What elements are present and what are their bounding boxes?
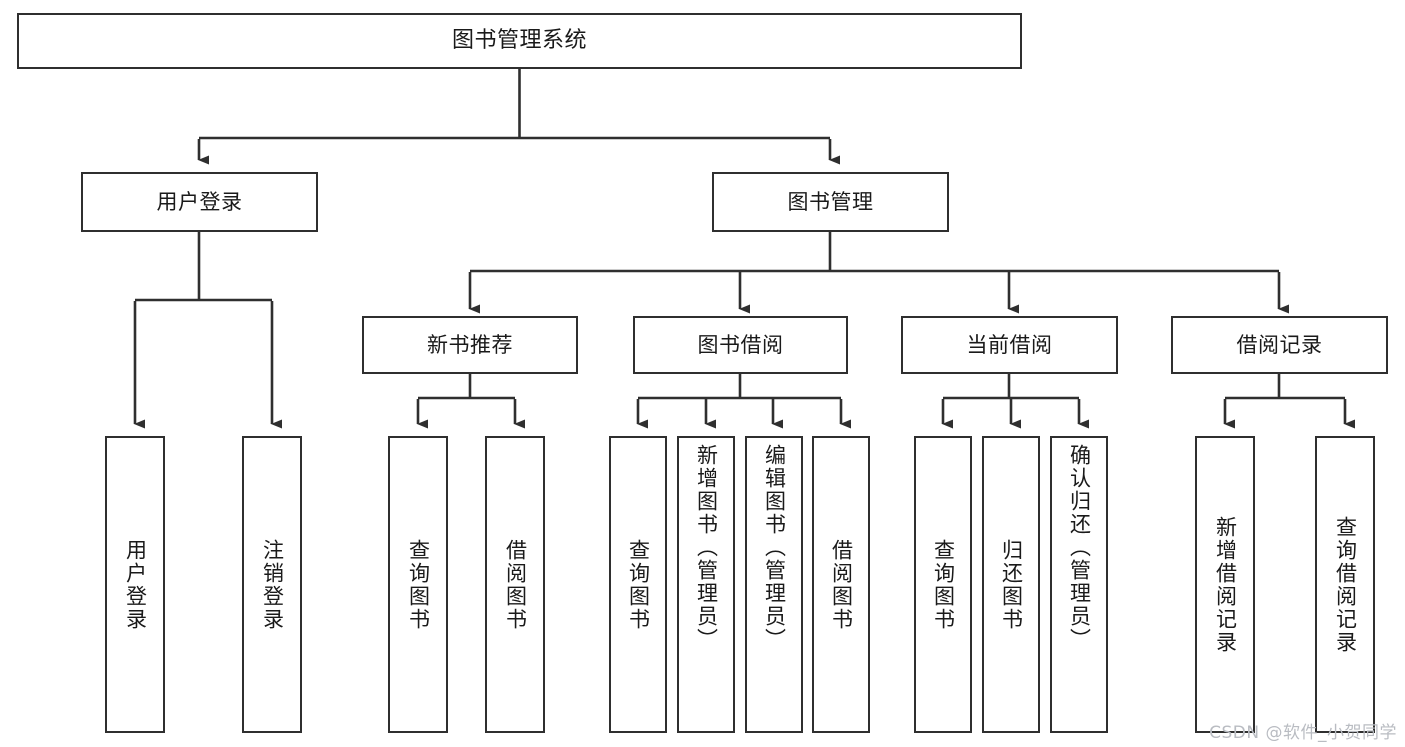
csdn-watermark: CSDN @软件_小贺同学 bbox=[1209, 723, 1397, 743]
node-leaf-query-book-2[interactable]: 查询图书 bbox=[609, 436, 667, 733]
node-label: 图书管理系统 bbox=[451, 28, 587, 54]
node-leaf-add-book[interactable]: 新增图书（管理员） bbox=[677, 436, 735, 733]
node-label: 新增图书（管理员） bbox=[694, 444, 719, 651]
node-book-manage[interactable]: 图书管理 bbox=[712, 172, 949, 232]
node-leaf-edit-book[interactable]: 编辑图书（管理员） bbox=[745, 436, 803, 733]
node-leaf-logout-login[interactable]: 注销登录 bbox=[242, 436, 302, 733]
node-label: 图书借阅 bbox=[697, 332, 784, 357]
node-user-login[interactable]: 用户登录 bbox=[81, 172, 318, 232]
node-label: 确认归还（管理员） bbox=[1067, 444, 1092, 651]
node-label: 查询图书 bbox=[406, 538, 431, 631]
node-label: 编辑图书（管理员） bbox=[762, 444, 787, 651]
node-label: 用户登录 bbox=[156, 189, 243, 214]
node-label: 查询图书 bbox=[626, 538, 651, 631]
node-label: 图书管理 bbox=[787, 189, 874, 214]
node-label: 新书推荐 bbox=[427, 332, 513, 357]
node-leaf-confirm-return[interactable]: 确认归还（管理员） bbox=[1050, 436, 1108, 733]
node-label: 查询图书 bbox=[931, 538, 956, 631]
node-leaf-user-login[interactable]: 用户登录 bbox=[105, 436, 165, 733]
node-leaf-add-record[interactable]: 新增借阅记录 bbox=[1195, 436, 1255, 733]
node-leaf-return-book[interactable]: 归还图书 bbox=[982, 436, 1040, 733]
node-label: 借阅记录 bbox=[1236, 332, 1323, 357]
node-leaf-query-book-1[interactable]: 查询图书 bbox=[388, 436, 448, 733]
node-book-borrow[interactable]: 图书借阅 bbox=[633, 316, 848, 374]
node-new-book-recommend[interactable]: 新书推荐 bbox=[362, 316, 578, 374]
node-leaf-borrow-book-1[interactable]: 借阅图书 bbox=[485, 436, 545, 733]
node-label: 归还图书 bbox=[999, 538, 1024, 631]
node-label: 借阅图书 bbox=[829, 538, 854, 631]
node-label: 用户登录 bbox=[123, 538, 148, 631]
node-label: 新增借阅记录 bbox=[1213, 515, 1238, 654]
node-borrow-record[interactable]: 借阅记录 bbox=[1171, 316, 1388, 374]
node-leaf-query-record[interactable]: 查询借阅记录 bbox=[1315, 436, 1375, 733]
node-root-system[interactable]: 图书管理系统 bbox=[17, 13, 1022, 69]
node-label: 借阅图书 bbox=[503, 538, 528, 631]
node-current-borrow[interactable]: 当前借阅 bbox=[901, 316, 1118, 374]
node-leaf-borrow-book-2[interactable]: 借阅图书 bbox=[812, 436, 870, 733]
node-label: 查询借阅记录 bbox=[1333, 515, 1358, 654]
node-label: 当前借阅 bbox=[966, 332, 1053, 357]
node-label: 注销登录 bbox=[260, 538, 285, 631]
node-leaf-query-book-3[interactable]: 查询图书 bbox=[914, 436, 972, 733]
